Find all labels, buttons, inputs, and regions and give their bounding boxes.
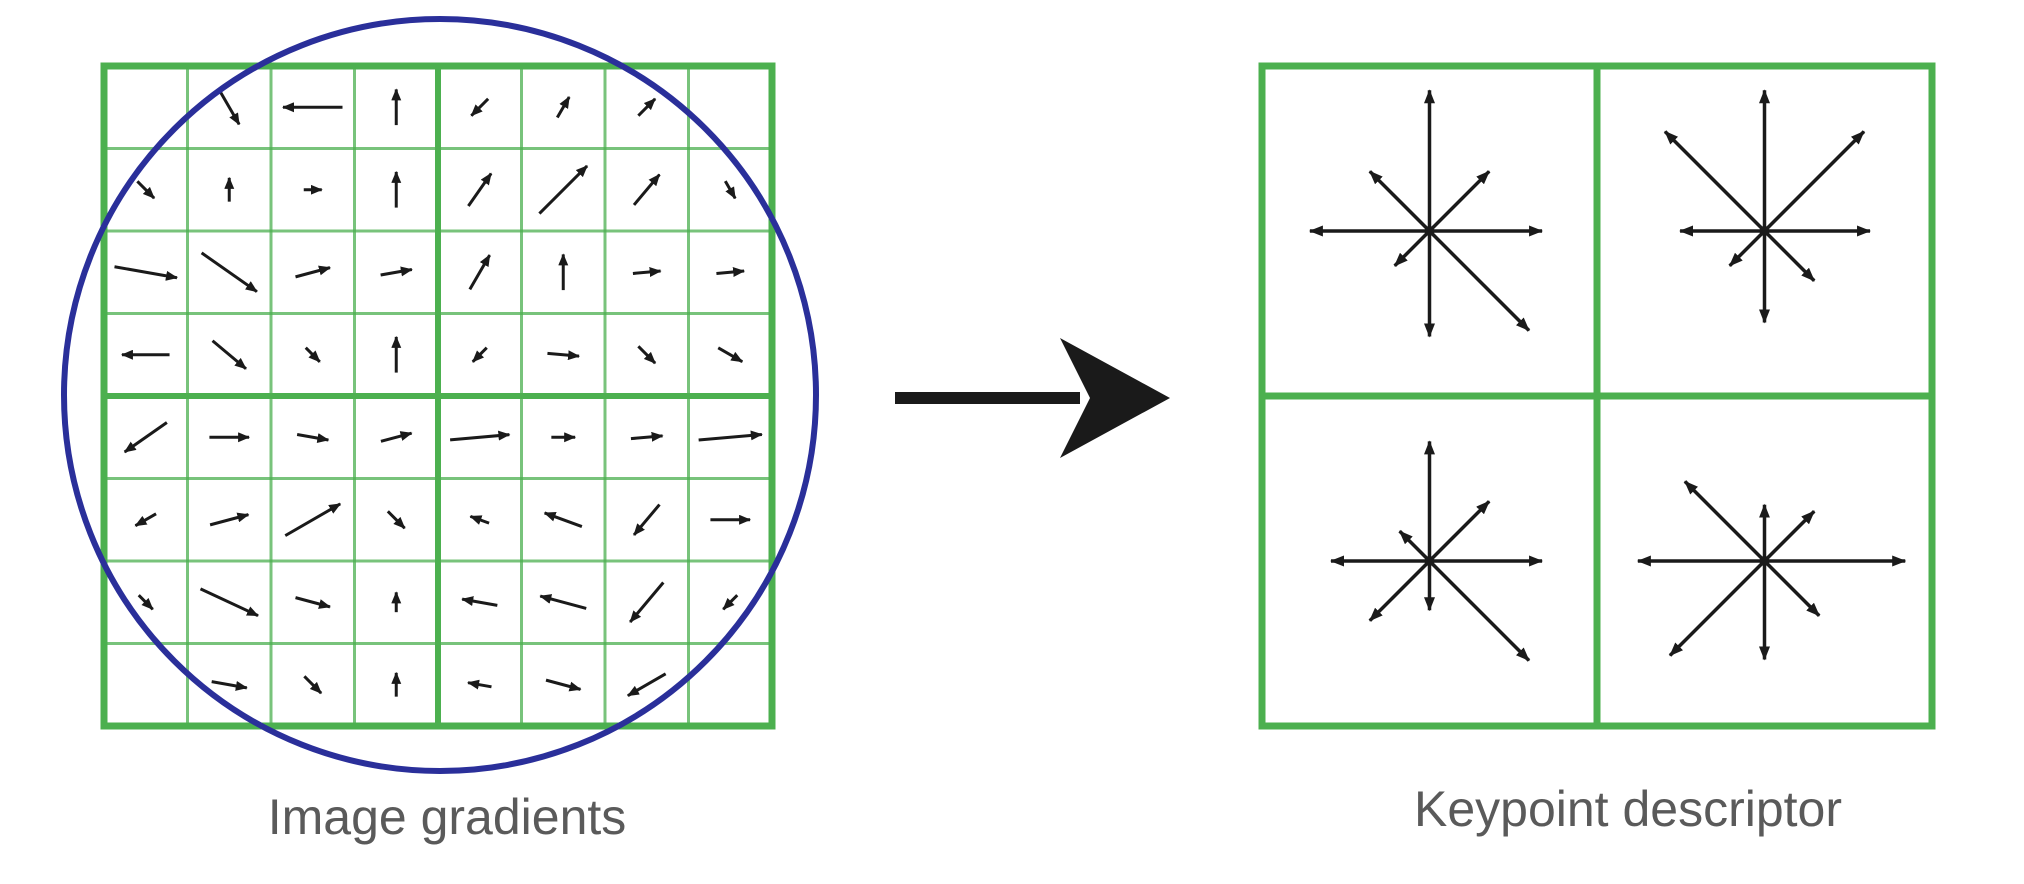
gradient-arrow: [539, 594, 587, 610]
histogram-top-right: [1663, 89, 1872, 324]
orientation-bin-arrow: [1428, 229, 1531, 332]
histogram-bottom-left: [1330, 440, 1544, 662]
orientation-bin-arrow: [1683, 480, 1766, 563]
gradient-arrow: [632, 503, 661, 536]
gradient-arrow: [461, 596, 498, 607]
histogram-center: [1759, 556, 1770, 566]
gradient-arrow: [303, 675, 323, 695]
orientation-bin-arrow: [1428, 170, 1491, 233]
gradient-arrow: [722, 594, 739, 611]
orientation-bin-arrow: [1728, 229, 1766, 268]
gradient-arrow: [470, 97, 490, 117]
image-gradients-panel: [61, 16, 819, 774]
gradient-arrow: [304, 346, 321, 363]
orientation-bin-arrow: [1428, 559, 1531, 662]
gradient-arrow: [386, 510, 406, 530]
histogram-center: [1424, 226, 1435, 236]
gradient-arrow: [698, 430, 763, 442]
subregion-grid: [100, 62, 776, 730]
keypoint-descriptor-caption: Keypoint descriptor: [1413, 781, 1843, 837]
orientation-bin-arrow: [1763, 130, 1866, 233]
gradient-arrow: [626, 672, 667, 697]
gradient-arrow: [380, 431, 413, 443]
gradient-arrow: [136, 180, 156, 200]
gradient-arrow: [137, 594, 154, 611]
gradient-arrow: [467, 679, 492, 690]
orientation-bin-arrow: [1398, 529, 1431, 563]
gradient-arrow: [284, 502, 342, 537]
gradient-arrow: [637, 97, 657, 117]
gradient-arrow: [637, 345, 657, 365]
descriptor-grid: [1258, 62, 1936, 730]
orientation-bin-arrow: [1393, 229, 1431, 268]
histogram-center: [1424, 556, 1435, 566]
histogram-top-left: [1308, 89, 1544, 338]
gradient-arrow: [200, 251, 258, 293]
gradient-arrow: [114, 265, 178, 281]
gradient-arrow: [717, 346, 744, 363]
orientation-bin-arrow: [1763, 229, 1816, 282]
orientation-histograms: [1308, 89, 1907, 662]
gradient-arrow: [632, 267, 662, 277]
histogram-center: [1759, 226, 1770, 236]
keypoint-descriptor-panel: [1258, 62, 1936, 730]
transform-arrow: [895, 338, 1170, 458]
gradient-arrow: [380, 266, 413, 277]
orientation-bin-arrow: [1368, 170, 1431, 233]
gradient-arrow: [630, 431, 664, 442]
orientation-bin-arrow: [1763, 510, 1816, 563]
gradient-arrow: [632, 173, 661, 206]
gradient-arrow: [296, 433, 330, 444]
gradient-arrow: [716, 267, 746, 277]
gradient-arrow: [295, 265, 331, 279]
orientation-bin-arrow: [1428, 500, 1491, 563]
gradient-arrow: [218, 89, 241, 126]
gradient-arrow: [209, 512, 250, 527]
orientation-bin-arrow: [1763, 559, 1821, 617]
gradient-arrow: [295, 596, 331, 609]
gradient-arrow: [468, 254, 491, 291]
gradient-arrow: [211, 680, 248, 691]
gradient-arrow: [134, 512, 157, 527]
gradient-arrow: [547, 350, 581, 361]
gradient-arrow: [629, 581, 665, 623]
gradient-arrow: [556, 96, 571, 119]
histogram-bottom-right: [1636, 480, 1907, 661]
gradient-arrow: [199, 587, 259, 618]
gradient-arrow: [538, 164, 589, 215]
gradient-arrow: [471, 346, 488, 363]
orientation-bin-arrow: [1368, 559, 1431, 622]
orientation-bin-arrow: [1663, 130, 1766, 233]
gradient-arrow: [469, 514, 490, 525]
gradient-arrow: [545, 678, 582, 692]
gradient-arrow: [123, 421, 168, 454]
orientation-bin-arrow: [1668, 559, 1766, 657]
gradient-arrow: [543, 511, 583, 528]
gradient-arrow: [449, 430, 511, 442]
gaussian-window-circle: [61, 16, 819, 774]
gradient-arrow: [211, 339, 247, 370]
gradient-arrows: [114, 88, 763, 697]
gradient-arrow: [723, 180, 737, 200]
image-gradients-caption: Image gradients: [267, 789, 627, 845]
gradient-arrow: [467, 172, 493, 207]
